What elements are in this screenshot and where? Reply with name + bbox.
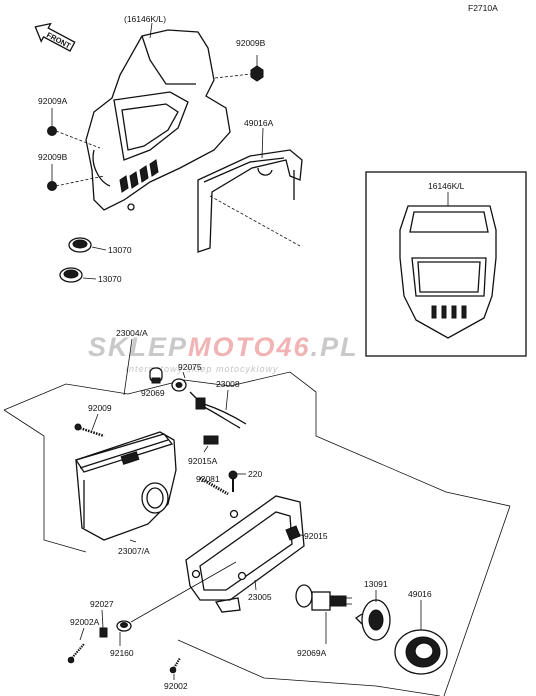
label-frame: 23005 [248,592,272,602]
lamp-unit-23007a [74,431,177,541]
bolt-220 [228,470,238,492]
grommet-1 [68,237,92,253]
bulb-92069 [149,367,163,384]
label-headlight-assy: 23004/A [116,328,148,338]
watermark-tagline: internetowy sklep motocyklowy [126,364,279,374]
label-screw-b: 92009B [38,152,68,162]
watermark-part-2: MOTO46 [188,332,311,362]
bolt-92009b-top [250,55,264,82]
label-cover: 49016 [408,589,432,599]
bulb-92069a [295,584,352,611]
watermark: SKLEPMOTO46.PL internetowy sklep motocyk… [88,332,359,374]
harness-23008 [189,391,247,429]
socket-92075 [171,378,187,392]
label-screw-bottom-a: 92002A [70,617,100,627]
screw-92009a [47,126,101,149]
screw-92009b [47,175,105,191]
label-clip: 92015A [188,456,218,466]
diagram-code: F2710A [468,3,498,13]
label-grommet-2: 13070 [98,274,122,284]
frame-23005 [185,495,305,613]
front-arrow-icon: FRONT [34,22,76,52]
label-socket: 92075 [178,362,202,372]
screw-92002a [67,643,85,664]
label-bulb-small: 92069 [141,388,165,398]
screw-92009 [74,423,105,438]
label-screw-bottom: 92002 [164,681,188,691]
label-grommet-1: 13070 [108,245,132,255]
label-bulb-socket: 13091 [364,579,388,589]
spring-92081 [199,476,229,496]
svg-text:SKLEPMOTO46.PL: SKLEPMOTO46.PL [88,332,359,362]
cover-49016 [394,629,448,675]
label-harness: 23008 [216,379,240,389]
label-collar: 92160 [110,648,134,658]
label-screw-a: 92009A [38,96,68,106]
label-inset-cowl: 16146K/L [428,181,465,191]
screw-92002 [169,657,181,674]
label-damper: 92027 [90,599,114,609]
label-bolt-220: 220 [248,469,262,479]
label-screw-long: 92009 [88,403,112,413]
assembly-outline [3,371,511,696]
label-cowl: (16146K/L) [124,14,166,24]
watermark-part-1: SKLEP [88,332,188,362]
label-bracket: 49016A [244,118,274,128]
label-bolt-top: 92009B [236,38,266,48]
collar-92160 [116,561,237,632]
grommet-2 [59,267,83,283]
damper-92027 [99,609,108,638]
bracket-49016a [197,149,303,253]
headlight-cowl [85,29,231,211]
clip-92015a [203,435,219,445]
nut-92015 [285,525,301,541]
label-bulb-main: 92069A [297,648,327,658]
label-nut: 92015 [304,531,328,541]
label-spring: 92081 [196,474,220,484]
bulb-socket-13091 [354,599,391,641]
watermark-part-3: .PL [311,332,359,362]
label-lamp-unit: 23007/A [118,546,150,556]
inset-frame [365,171,527,357]
